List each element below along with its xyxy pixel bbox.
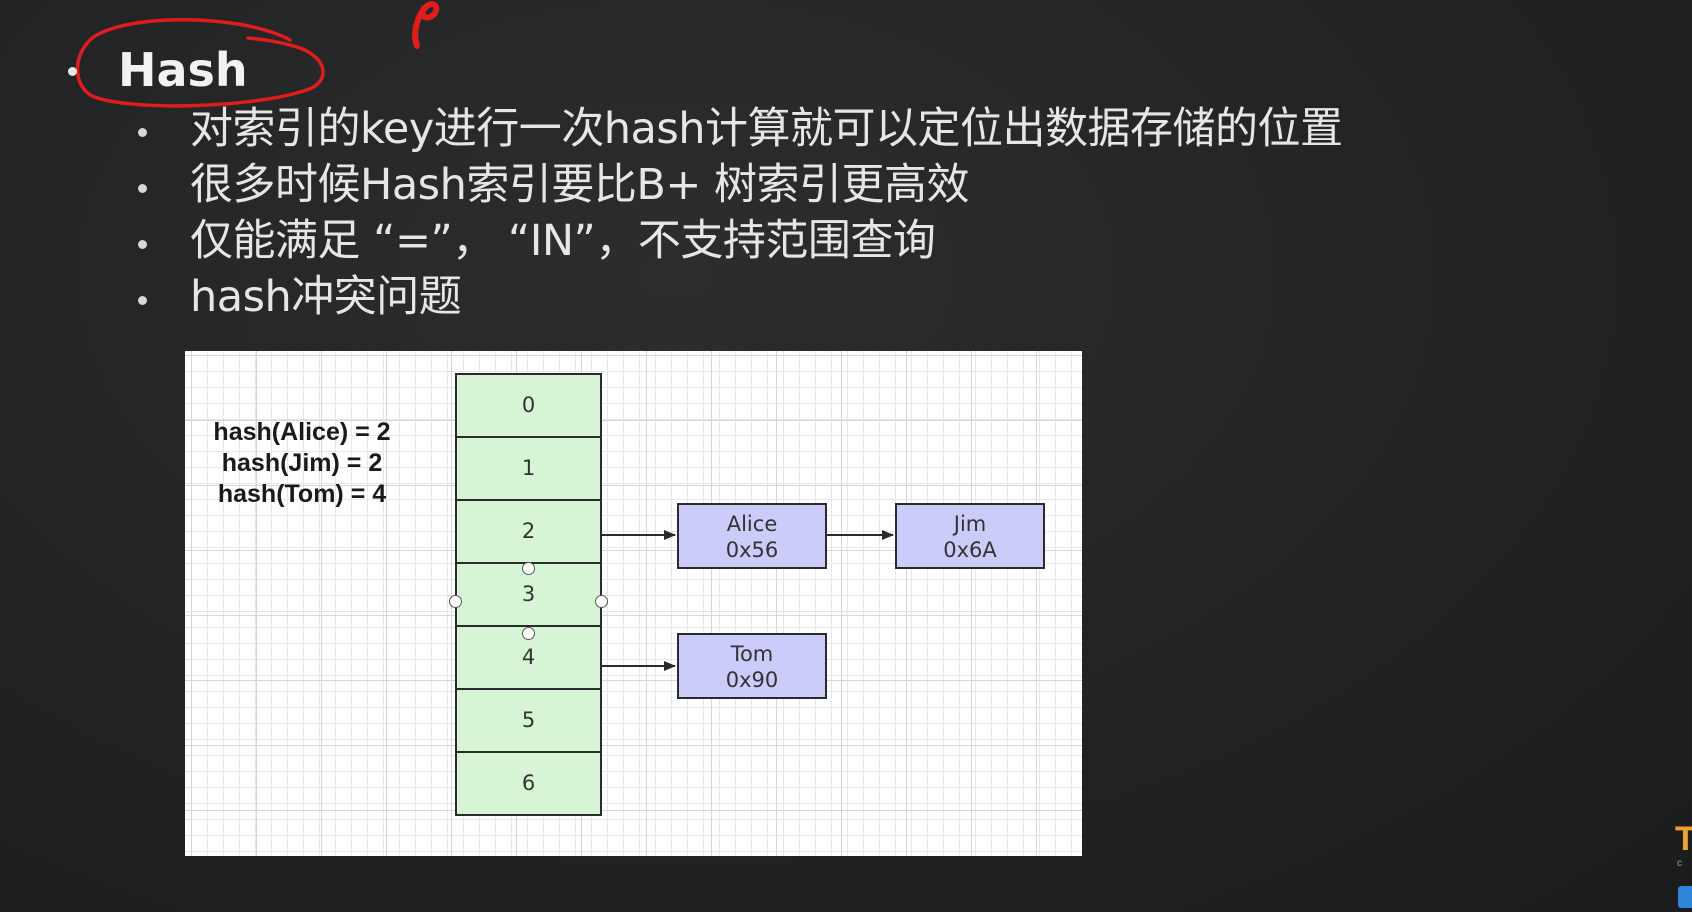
node-name: Tom [730, 642, 774, 666]
hash-table-diagram: hash(Alice) = 2 hash(Jim) = 2 hash(Tom) … [185, 351, 1082, 856]
selection-handle-bottom[interactable] [522, 627, 535, 640]
selection-handle-left[interactable] [449, 595, 462, 608]
bucket-cell: 2 [455, 499, 602, 564]
bullet-dot [138, 128, 147, 137]
hash-function-labels: hash(Alice) = 2 hash(Jim) = 2 hash(Tom) … [205, 417, 399, 510]
node-name: Alice [726, 512, 778, 536]
arrow-layer [602, 530, 894, 671]
hash-label-alice: hash(Alice) = 2 [213, 418, 391, 446]
bucket-cell: 6 [455, 751, 602, 816]
title-bullet-dot [68, 67, 77, 76]
bullet-dot [138, 240, 147, 249]
hash-label-jim: hash(Jim) = 2 [221, 449, 383, 477]
slide-title: Hash [118, 43, 248, 97]
bucket-cell: 1 [455, 436, 602, 501]
bucket-array: 0 1 2 3 4 5 6 [455, 373, 602, 816]
bullet-text: 很多时候Hash索引要比B+ 树索引更高效 [190, 160, 970, 210]
bullet-dot [138, 296, 147, 305]
bullet-text: hash冲突问题 [190, 272, 462, 322]
node-address: 0x56 [725, 538, 779, 562]
bullet-text: 对索引的key进行一次hash计算就可以定位出数据存储的位置 [190, 104, 1343, 154]
bullet-text: 仅能满足 “=”， “IN”，不支持范围查询 [190, 216, 936, 266]
node-address: 0x6A [943, 538, 997, 562]
selection-handle-top[interactable] [522, 562, 535, 575]
node-tom: Tom 0x90 [677, 633, 827, 699]
corner-badge-icon [1678, 886, 1692, 908]
selection-handle-right[interactable] [595, 595, 608, 608]
bucket-cell: 5 [455, 688, 602, 753]
node-jim: Jim 0x6A [895, 503, 1045, 569]
node-alice: Alice 0x56 [677, 503, 827, 569]
bullet-dot [138, 184, 147, 193]
node-name: Jim [953, 512, 987, 536]
bucket-cell: 0 [455, 373, 602, 438]
node-address: 0x90 [725, 668, 779, 692]
hash-label-tom: hash(Tom) = 4 [217, 480, 387, 508]
corner-logo-sub: c [1677, 858, 1682, 869]
corner-logo-letter: T [1675, 822, 1692, 858]
corner-logo: T c [1672, 822, 1692, 870]
pen-stroke-annotation [412, 1, 440, 49]
